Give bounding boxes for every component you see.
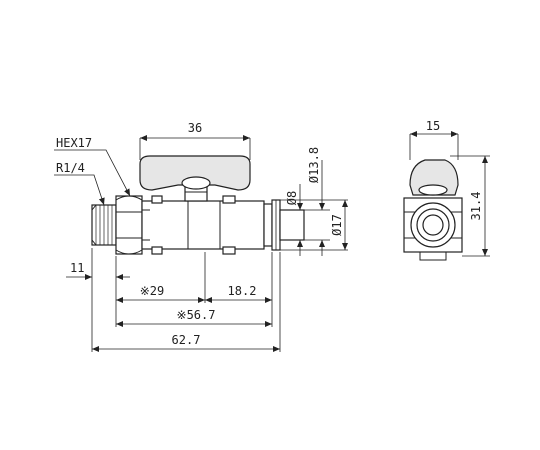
hex-nut bbox=[115, 195, 143, 255]
dim-thread-label: R1/4 bbox=[56, 161, 85, 175]
dim-11-label: 11 bbox=[70, 261, 84, 275]
dim-29-label: ※29 bbox=[140, 284, 165, 298]
side-view bbox=[91, 155, 305, 255]
dim-56-7-label: ※56.7 bbox=[177, 308, 216, 322]
push-in-fitting bbox=[263, 199, 305, 251]
dim-36-label: 36 bbox=[188, 121, 202, 135]
dimensions: 36 HEX17 R1/4 11 ※29 18.2 ※56.7 62.7 bbox=[54, 121, 348, 352]
dim-hex-label: HEX17 bbox=[56, 136, 92, 150]
dim-d8-label: Ø8 bbox=[285, 191, 299, 205]
dim-31-4-label: 31.4 bbox=[469, 192, 483, 221]
dim-d17-label: Ø17 bbox=[330, 214, 344, 236]
dim-18-2-label: 18.2 bbox=[228, 284, 257, 298]
thread-section bbox=[91, 204, 117, 246]
dim-15-label: 15 bbox=[426, 119, 440, 133]
end-view-dimensions: 15 31.4 bbox=[409, 119, 490, 257]
dim-62-7-label: 62.7 bbox=[172, 333, 201, 347]
butterfly-lever bbox=[139, 155, 251, 191]
end-view bbox=[403, 159, 463, 261]
dim-d13-8-label: Ø13.8 bbox=[307, 147, 321, 183]
valve-body bbox=[141, 185, 265, 255]
